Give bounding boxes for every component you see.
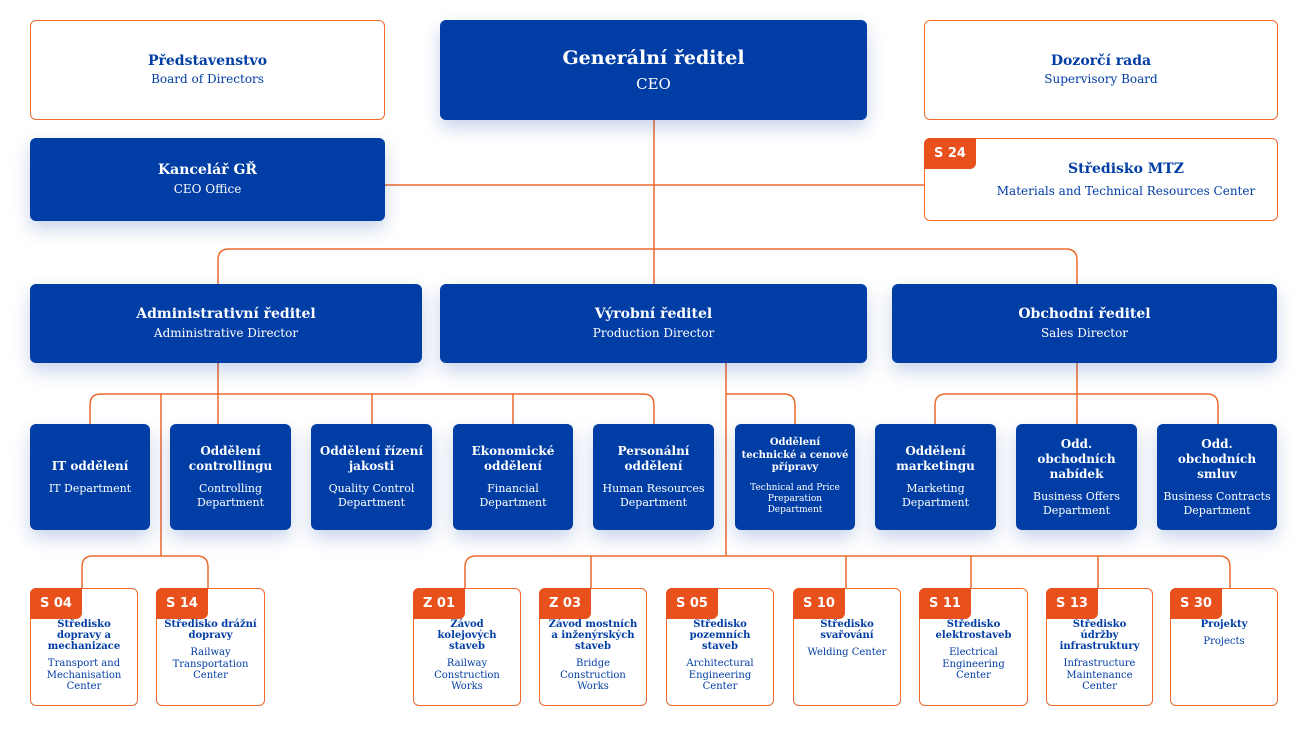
financial-department-box: Ekonomické oddělení Financial Department	[453, 424, 573, 530]
center-title: Projekty	[1200, 619, 1248, 630]
center-box-s11: S 11 Středisko elektrostaveb Electrical …	[919, 588, 1028, 706]
center-title: Závod kolejových staveb	[437, 619, 497, 652]
department-title: Oddělení řízení jakosti	[319, 444, 424, 474]
director-title: Administrativní ředitel	[136, 305, 316, 322]
ceo-title: Generální ředitel	[562, 46, 745, 69]
department-subtitle: Business Offers Department	[1033, 489, 1120, 517]
director-title: Obchodní ředitel	[1018, 305, 1151, 322]
mtz-subtitle: Materials and Technical Resources Center	[996, 184, 1256, 199]
ceo-office-title: Kancelář GŘ	[157, 162, 258, 179]
center-code-badge: S 30	[1170, 588, 1222, 619]
center-box-s05: S 05 Středisko pozemních staveb Architec…	[666, 588, 774, 706]
connector-sales-bus	[934, 393, 1219, 424]
center-title: Středisko elektrostaveb	[935, 619, 1012, 641]
connector-admin-drops	[371, 394, 514, 424]
director-title: Výrobní ředitel	[594, 305, 713, 322]
connector-admin-centers	[81, 394, 209, 588]
board-title: Představenstvo	[147, 52, 268, 69]
center-subtitle: Electrical Engineering Center	[942, 647, 1005, 681]
center-subtitle: Bridge Construction Works	[560, 658, 626, 692]
department-subtitle: Marketing Department	[901, 482, 970, 509]
department-subtitle: Financial Department	[479, 482, 547, 509]
it-department-box: IT oddělení IT Department	[30, 424, 150, 530]
center-subtitle: Transport and Mechanisation Center	[46, 658, 122, 692]
administrative-director-box: Administrativní ředitel Administrative D…	[30, 284, 422, 363]
business-contracts-department-box: Odd. obchodních smluv Business Contracts…	[1157, 424, 1277, 530]
department-title: Ekonomické oddělení	[471, 444, 555, 474]
connector-prod-tech	[726, 393, 796, 424]
department-title: IT oddělení	[51, 458, 129, 473]
center-box-s30: S 30 Projekty Projects	[1170, 588, 1278, 706]
department-subtitle: Controlling Department	[196, 482, 265, 509]
center-code-badge: Z 01	[413, 588, 465, 619]
center-subtitle: Railway Construction Works	[434, 658, 500, 692]
center-title: Středisko drážní dopravy	[164, 619, 257, 641]
technical-price-preparation-department-box: Oddělení technické a cenové přípravy Tec…	[735, 424, 855, 530]
center-title: Středisko pozemních staveb	[689, 619, 751, 652]
ceo-office-subtitle: CEO Office	[173, 181, 242, 196]
center-code-badge: S 11	[919, 588, 971, 619]
board-subtitle: Board of Directors	[151, 72, 264, 87]
center-subtitle: Welding Center	[807, 647, 887, 658]
center-subtitle: Architectural Engineering Center	[686, 658, 754, 692]
connector-prod-drops	[590, 556, 1099, 588]
director-subtitle: Production Director	[592, 326, 715, 341]
department-title: Odd. obchodních nabídek	[1037, 436, 1116, 481]
department-subtitle: Business Contracts Department	[1163, 489, 1271, 517]
center-code-badge: Z 03	[539, 588, 591, 619]
department-title: Oddělení marketingu	[896, 444, 975, 474]
mtz-title: Středisko MTZ	[1068, 160, 1184, 177]
center-title: Středisko svařování	[820, 619, 874, 641]
mtz-center-box: S 24 Středisko MTZ Materials and Technic…	[924, 138, 1278, 221]
marketing-department-box: Oddělení marketingu Marketing Department	[875, 424, 996, 530]
department-title: Oddělení technické a cenové přípravy	[741, 437, 849, 474]
center-box-s14: S 14 Středisko drážní dopravy Railway Tr…	[156, 588, 265, 706]
center-box-s13: S 13 Středisko údržby infrastruktury Inf…	[1046, 588, 1153, 706]
center-code-badge: S 10	[793, 588, 845, 619]
center-box-s10: S 10 Středisko svařování Welding Center	[793, 588, 901, 706]
ceo-box: Generální ředitel CEO	[440, 20, 867, 120]
center-box-s04: S 04 Středisko dopravy a mechanizace Tra…	[30, 588, 138, 706]
center-code-badge: S 04	[30, 588, 82, 619]
department-subtitle: IT Department	[48, 481, 132, 495]
department-title: Odd. obchodních smluv	[1177, 436, 1257, 481]
supervisory-board-box: Dozorčí rada Supervisory Board	[924, 20, 1278, 120]
production-director-box: Výrobní ředitel Production Director	[440, 284, 867, 363]
department-subtitle: Quality Control Department	[328, 482, 415, 509]
ceo-subtitle: CEO	[636, 74, 671, 93]
controlling-department-box: Oddělení controllingu Controlling Depart…	[170, 424, 291, 530]
center-subtitle: Railway Transportation Center	[172, 647, 249, 681]
department-subtitle: Human Resources Department	[602, 482, 705, 509]
department-title: Oddělení controllingu	[188, 444, 273, 474]
supervisory-title: Dozorčí rada	[1050, 52, 1152, 69]
center-box-z01: Z 01 Závod kolejových staveb Railway Con…	[413, 588, 521, 706]
center-subtitle: Projects	[1203, 636, 1245, 647]
center-title: Středisko dopravy a mechanizace	[47, 619, 121, 652]
director-subtitle: Sales Director	[1040, 326, 1129, 341]
sales-director-box: Obchodní ředitel Sales Director	[892, 284, 1277, 363]
center-code-badge: S 14	[156, 588, 208, 619]
department-title: Personální oddělení	[617, 444, 690, 474]
center-subtitle: Infrastructure Maintenance Center	[1063, 658, 1136, 692]
center-code-badge: S 05	[666, 588, 718, 619]
center-title: Závod mostních a inženýrských staveb	[548, 619, 638, 652]
ceo-office-box: Kancelář GŘ CEO Office	[30, 138, 385, 221]
department-subtitle: Technical and Price Preparation Departme…	[750, 482, 840, 516]
center-code-badge: S 24	[924, 138, 976, 169]
supervisory-subtitle: Supervisory Board	[1044, 72, 1158, 87]
human-resources-department-box: Personální oddělení Human Resources Depa…	[593, 424, 714, 530]
director-subtitle: Administrative Director	[153, 326, 299, 341]
center-title: Středisko údržby infrastruktury	[1059, 619, 1140, 652]
board-of-directors-box: Představenstvo Board of Directors	[30, 20, 385, 120]
center-code-badge: S 13	[1046, 588, 1098, 619]
business-offers-department-box: Odd. obchodních nabídek Business Offers …	[1016, 424, 1137, 530]
connector-prod-bus	[464, 555, 1231, 588]
connector-directors-bus	[217, 248, 1078, 284]
quality-control-department-box: Oddělení řízení jakosti Quality Control …	[311, 424, 432, 530]
center-box-z03: Z 03 Závod mostních a inženýrských stave…	[539, 588, 647, 706]
